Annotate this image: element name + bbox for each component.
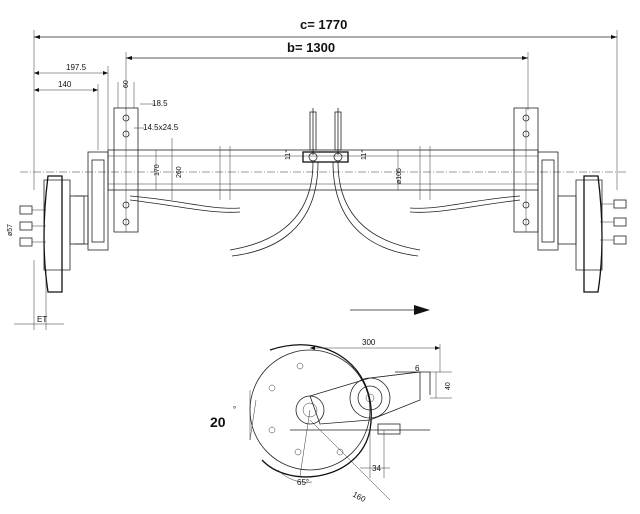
right-bracket (513, 107, 539, 233)
brake-cable-center: 11° 11° (129, 108, 521, 257)
dim-57: ø57 (7, 224, 14, 236)
left-bracket (113, 107, 139, 233)
dim-14-5x24-5: 14.5x24.5 (143, 123, 179, 132)
side-view: 300 6 40 34 160 65° 20 ° (210, 338, 452, 504)
dim-65-deg: 65° (297, 478, 309, 487)
dim-160: 160 (351, 490, 367, 504)
dim-170: 170 (154, 164, 161, 176)
dim-18-5: 18.5 (152, 99, 168, 108)
dim-40: 40 (445, 382, 452, 390)
dim-c-label: c= 1770 (300, 17, 347, 32)
direction-arrow (350, 305, 430, 315)
dim-60: 60 (123, 80, 130, 88)
dim-et: ET (37, 315, 47, 324)
left-dimensions: 197.5 140 60 18.5 14.5x24.5 170 260 ET ø… (7, 63, 183, 330)
dim-197-5: 197.5 (66, 63, 87, 72)
dim-105: ø105 (396, 168, 403, 184)
dim-11-left: 11° (284, 150, 292, 160)
dimension-b: b= 1300 (125, 40, 529, 110)
dim-34: 34 (372, 464, 381, 473)
left-hub-drum (19, 151, 109, 293)
dimension-c: c= 1770 (33, 17, 618, 190)
axle-tube: ø105 (20, 146, 628, 200)
dim-300: 300 (362, 338, 376, 347)
dim-6: 6 (415, 364, 420, 373)
dim-11-right: 11° (360, 150, 368, 160)
angle-20-label: 20 (210, 414, 226, 430)
right-hub-drum (537, 151, 627, 293)
angle-20-degree: ° (233, 405, 236, 414)
dim-140: 140 (58, 80, 72, 89)
dim-b-label: b= 1300 (287, 40, 335, 55)
